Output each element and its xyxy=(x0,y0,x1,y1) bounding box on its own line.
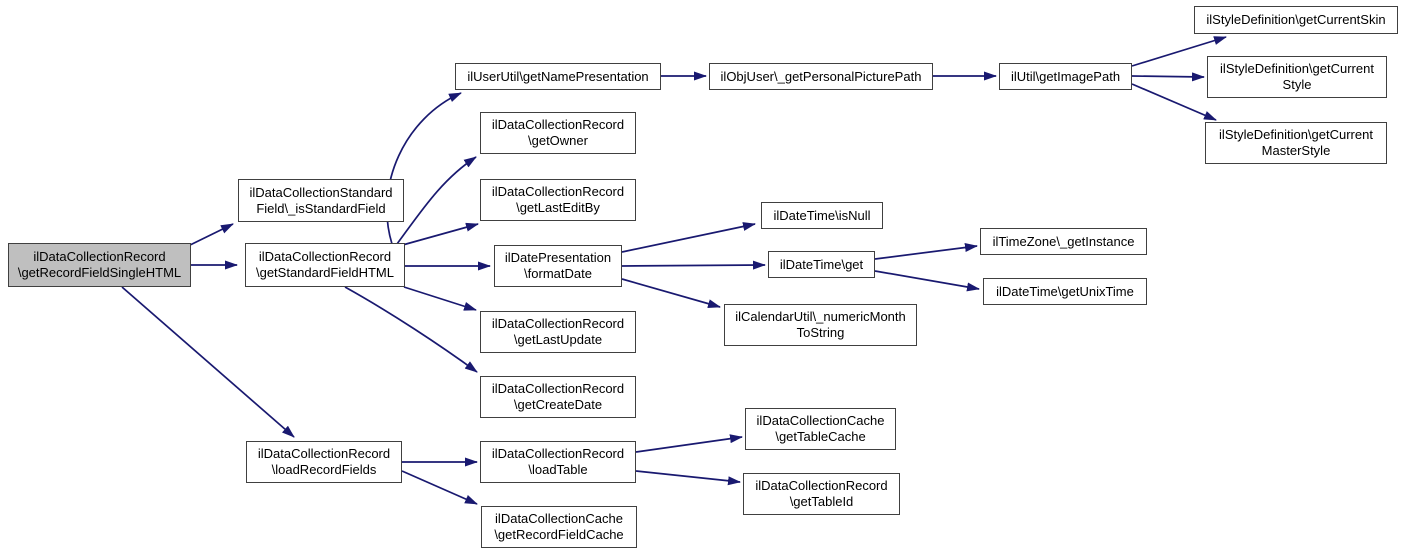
node-label-line: Style xyxy=(1282,77,1312,92)
call-edge-getStandardFieldHTML-to-getLastUpdate xyxy=(403,286,477,311)
node-label-line: Field\_isStandardField xyxy=(256,200,386,216)
call-edge-loadTable-to-getTableCache xyxy=(635,434,743,453)
node-label-line: ilDataCollectionCache xyxy=(495,511,623,526)
node-label-line: ilObjUser\_getPersonalPicturePath xyxy=(720,68,922,84)
graph-node-loadTable[interactable]: ilDataCollectionRecord\loadTable xyxy=(480,441,636,483)
node-label-line: ToString xyxy=(796,325,845,340)
node-label-line: \getOwner xyxy=(528,133,588,148)
node-label-line: \getTableCache xyxy=(775,429,866,444)
node-label-line: \getStandardFieldHTML xyxy=(255,265,394,280)
graph-node-getPersonalPicturePath[interactable]: ilObjUser\_getPersonalPicturePath xyxy=(709,63,933,90)
call-edge-getRecordFieldSingleHTML-to-loadRecordFields xyxy=(121,286,295,438)
node-label-line: ilDataCollectionRecord xyxy=(491,381,625,396)
graph-node-isNull[interactable]: ilDateTime\isNull xyxy=(761,202,883,229)
node-label-line: ilDataCollectionStandard xyxy=(249,184,393,200)
node-label-line: ilUserUtil\getNamePresentation xyxy=(467,68,649,84)
node-label-line: ilDateTime\getUnixTime xyxy=(996,283,1134,299)
graph-node-getInstance[interactable]: ilTimeZone\_getInstance xyxy=(980,228,1147,255)
graph-node-getRecordFieldCache[interactable]: ilDataCollectionCache\getRecordFieldCach… xyxy=(481,506,637,548)
node-label-line: ilDataCollectionRecord xyxy=(491,446,625,461)
graph-node-getCreateDate[interactable]: ilDataCollectionRecord\getCreateDate xyxy=(480,376,636,418)
node-label-line: ilTimeZone\_getInstance xyxy=(992,233,1135,249)
call-edge-loadRecordFields-to-getRecordFieldCache xyxy=(401,470,478,505)
node-label-line: ilCalendarUtil\_numericMonth xyxy=(735,309,906,324)
graph-node-formatDate[interactable]: ilDatePresentation\formatDate xyxy=(494,245,622,287)
call-edge-loadTable-to-getTableId xyxy=(635,470,741,486)
call-edge-getImagePath-to-getCurrentMasterStyle xyxy=(1131,83,1217,121)
node-label-line: ilDateTime\isNull xyxy=(773,207,871,223)
node-label-line: ilDataCollectionRecord xyxy=(258,249,392,264)
call-edge-getStandardFieldHTML-to-getNamePresentation xyxy=(386,92,462,245)
node-label-line: MasterStyle xyxy=(1261,143,1331,158)
call-edge-dateTimeGet-to-getInstance xyxy=(874,243,978,260)
graph-node-getLastEditBy[interactable]: ilDataCollectionRecord\getLastEditBy xyxy=(480,179,636,221)
graph-node-getLastUpdate[interactable]: ilDataCollectionRecord\getLastUpdate xyxy=(480,311,636,353)
graph-node-getUnixTime[interactable]: ilDateTime\getUnixTime xyxy=(983,278,1147,305)
call-edge-dateTimeGet-to-getUnixTime xyxy=(874,270,980,292)
graph-node-getStandardFieldHTML[interactable]: ilDataCollectionRecord\getStandardFieldH… xyxy=(245,243,405,287)
node-label-line: ilDataCollectionRecord xyxy=(257,446,391,461)
call-edge-getImagePath-to-getCurrentStyle xyxy=(1131,72,1205,82)
graph-node-getOwner[interactable]: ilDataCollectionRecord\getOwner xyxy=(480,112,636,154)
node-label-line: ilStyleDefinition\getCurrent xyxy=(1219,127,1373,142)
node-label-line: \formatDate xyxy=(524,266,592,281)
node-label-line: ilDataCollectionRecord xyxy=(33,249,166,264)
node-label-line: \getLastEditBy xyxy=(516,200,600,215)
call-edge-formatDate-to-isNull xyxy=(621,222,756,253)
graph-node-getTableId[interactable]: ilDataCollectionRecord\getTableId xyxy=(743,473,900,515)
node-label-line: \loadTable xyxy=(528,462,588,477)
call-edge-formatDate-to-dateTimeGet xyxy=(621,260,766,270)
graph-node-getCurrentSkin[interactable]: ilStyleDefinition\getCurrentSkin xyxy=(1194,6,1398,34)
node-label-line: \getRecordFieldCache xyxy=(494,527,624,542)
node-label-line: ilStyleDefinition\getCurrentSkin xyxy=(1206,12,1386,27)
node-label-line: \getRecordFieldSingleHTML xyxy=(17,265,182,280)
node-label-line: \getTableId xyxy=(789,494,854,509)
node-label-line: ilStyleDefinition\getCurrent xyxy=(1220,61,1374,76)
call-edge-getImagePath-to-getCurrentSkin xyxy=(1131,36,1227,67)
node-label-line: ilDataCollectionRecord xyxy=(491,184,625,199)
graph-node-loadRecordFields[interactable]: ilDataCollectionRecord\loadRecordFields xyxy=(246,441,402,483)
node-label-line: \getCreateDate xyxy=(513,397,603,412)
call-edge-getStandardFieldHTML-to-getLastEditBy xyxy=(398,222,479,247)
call-edge-getRecordFieldSingleHTML-to-isStandardField xyxy=(185,223,234,248)
node-label-line: \loadRecordFields xyxy=(271,462,377,477)
node-label-line: ilDateTime\get xyxy=(779,256,864,272)
graph-node-getRecordFieldSingleHTML[interactable]: ilDataCollectionRecord\getRecordFieldSin… xyxy=(8,243,191,287)
call-edge-getStandardFieldHTML-to-getOwner xyxy=(396,156,477,245)
graph-node-dateTimeGet[interactable]: ilDateTime\get xyxy=(768,251,875,278)
node-label-line: ilDataCollectionRecord xyxy=(491,316,625,331)
graph-node-getTableCache[interactable]: ilDataCollectionCache\getTableCache xyxy=(745,408,896,450)
call-edge-formatDate-to-numericMonthToString xyxy=(621,278,721,309)
node-label-line: ilDatePresentation xyxy=(504,250,612,265)
graph-node-getNamePresentation[interactable]: ilUserUtil\getNamePresentation xyxy=(455,63,661,90)
call-edge-getStandardFieldHTML-to-getCreateDate xyxy=(344,286,478,373)
node-label-line: ilDataCollectionCache xyxy=(756,413,885,428)
node-label-line: ilDataCollectionRecord xyxy=(491,117,625,132)
graph-node-getImagePath[interactable]: ilUtil\getImagePath xyxy=(999,63,1132,90)
node-label-line: ilDataCollectionRecord xyxy=(755,478,888,493)
node-label-line: ilUtil\getImagePath xyxy=(1010,68,1121,84)
node-label-line: \getLastUpdate xyxy=(513,332,603,347)
